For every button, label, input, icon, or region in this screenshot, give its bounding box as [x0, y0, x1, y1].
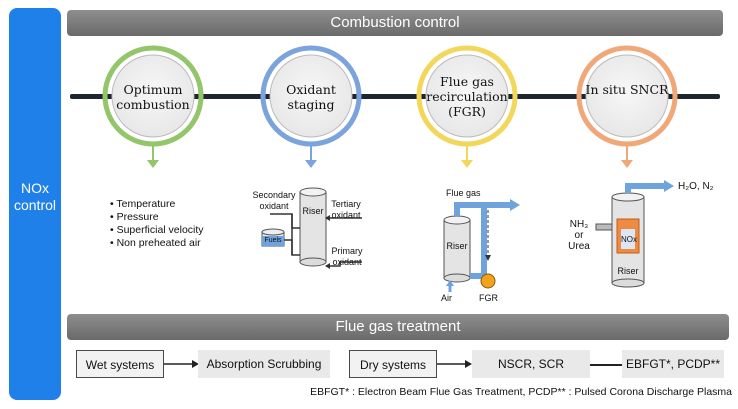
connector-line [590, 364, 622, 366]
absorption-scrubbing-box: Absorption Scrubbing [198, 350, 330, 378]
riser-label: Riser [446, 241, 468, 251]
air-label: Air [441, 293, 452, 303]
combustion-control-banner: Combustion control [67, 10, 723, 36]
products-label: H₂O, N₂ [678, 181, 714, 192]
nox-control-label: NOx control [13, 180, 57, 213]
circle-label: Flue gas recirculation (FGR) [426, 74, 508, 119]
reagent-label: NH₃ or Urea [568, 219, 590, 252]
footnote: EBFGT* : Electron Beam Flue Gas Treatmen… [310, 386, 732, 398]
ebfgt-pcdp-box: EBFGT*, PCDP** [622, 350, 724, 378]
list-item: • Temperature [110, 198, 176, 210]
connector-rod [70, 94, 720, 99]
secondary-oxidant-label: Secondary oxidant [252, 190, 296, 211]
fgr-schematic [443, 199, 520, 292]
tertiary-oxidant-label: Tertiary oxidant [331, 199, 361, 220]
flue-gas-treatment-banner: Flue gas treatment [67, 314, 729, 340]
fuels-label: Fuels [264, 237, 282, 244]
arrow-icon [437, 360, 472, 368]
circle-label: Optimum combustion [116, 82, 190, 112]
flue-gas-label: Flue gas [446, 188, 481, 198]
wet-systems-box: Wet systems [76, 350, 164, 378]
list-item: • Pressure [110, 211, 159, 223]
fgr-label: FGR [479, 293, 498, 303]
down-arrow-icon [147, 144, 633, 168]
primary-oxidant-label: Primary oxidant [331, 246, 363, 267]
list-item: • Non preheated air [110, 237, 201, 249]
sncr-schematic [595, 180, 674, 288]
riser-label: Riser [617, 266, 639, 276]
arrow-icon [164, 360, 199, 368]
dry-systems-box: Dry systems [349, 350, 437, 378]
list-item: • Superficial velocity [110, 224, 204, 236]
nox-control-sidebar [9, 8, 61, 400]
nox-label: NOx [621, 235, 637, 244]
oxidant-staging-schematic [261, 187, 362, 269]
riser-label: Riser [302, 206, 324, 216]
circle-label: Oxidant staging [286, 82, 336, 112]
circle-label: In situ SNCR [585, 82, 669, 97]
nscr-scr-box: NSCR, SCR [472, 350, 590, 378]
bullet-list: • Temperature • Pressure • Superficial v… [110, 198, 204, 250]
